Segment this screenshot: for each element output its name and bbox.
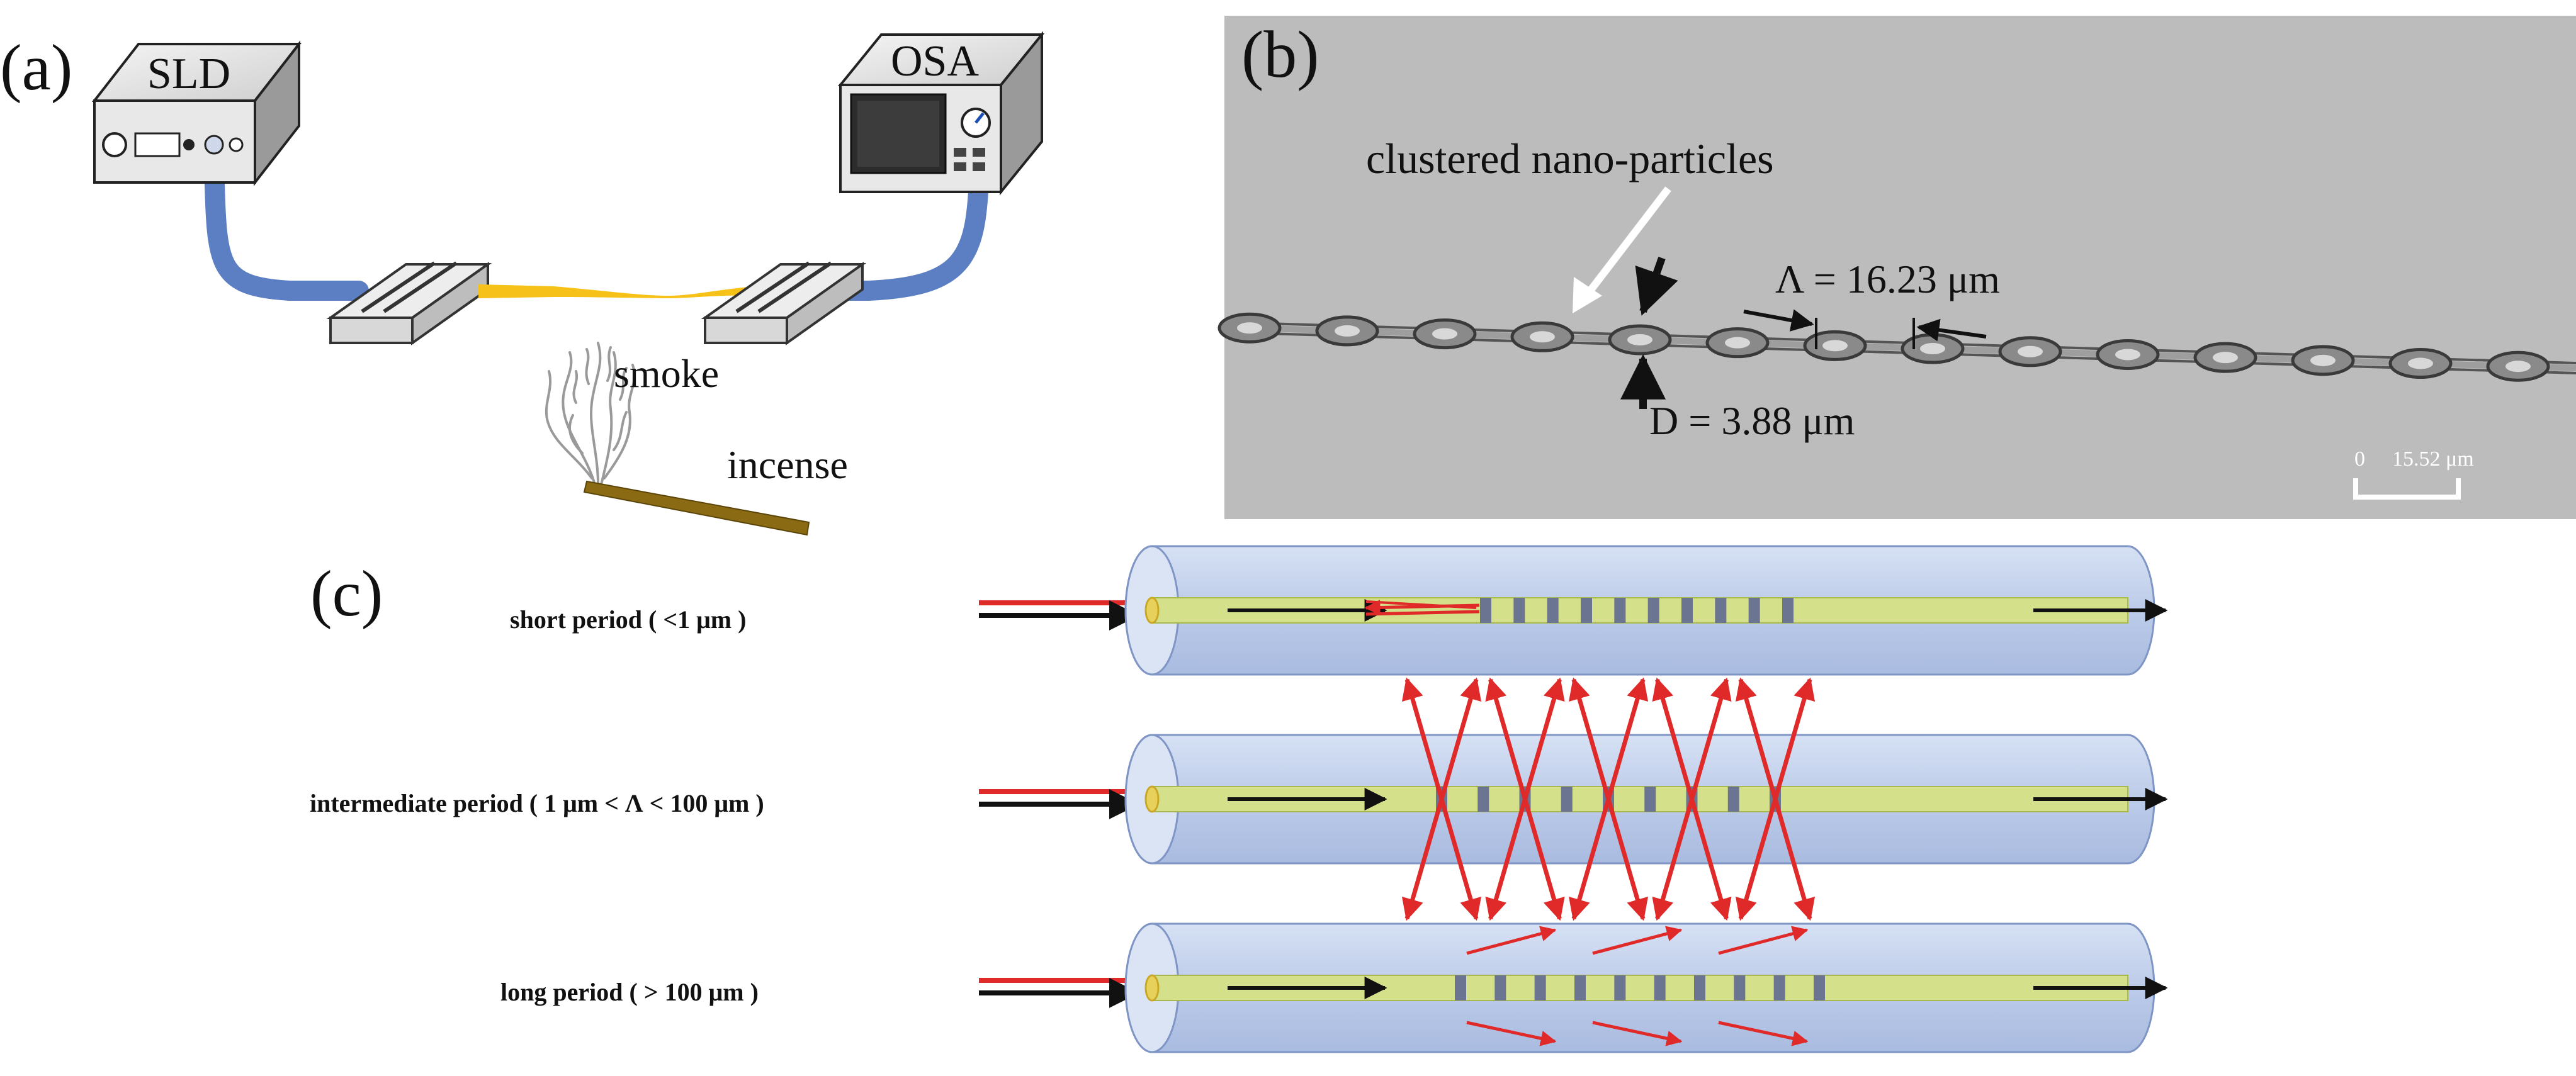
- period-label: Λ = 16.23 μm: [1775, 257, 2000, 301]
- radiated-light-arrow: [1773, 677, 1816, 800]
- sld-source-box: SLD: [91, 40, 302, 186]
- radiated-light-arrow: [1690, 677, 1732, 800]
- cladding-mode-arrow: [1592, 1021, 1683, 1046]
- panel-c-label: (c): [310, 558, 383, 630]
- grating-element: [1773, 975, 1785, 1000]
- smoke-label: smoke: [614, 351, 719, 396]
- panel-b-label: (b): [1241, 18, 1319, 91]
- grating-element: [1455, 975, 1466, 1000]
- cladding-mode-arrow: [1718, 926, 1809, 955]
- radiated-light-arrow: [1606, 677, 1649, 800]
- fiber-row-long: [979, 922, 2168, 1053]
- grating-element: [1534, 975, 1546, 1000]
- grating-element: [1574, 975, 1586, 1000]
- fiber-clamp-right: [701, 261, 867, 345]
- grating-element: [1782, 598, 1794, 623]
- scale-bar: [2353, 478, 2461, 500]
- panel-a-label: (a): [0, 31, 72, 104]
- grating-element: [1681, 598, 1693, 623]
- radiated-light-arrow: [1485, 677, 1527, 800]
- row-label-intermediate: intermediate period ( 1 μm < Λ < 100 μm …: [310, 789, 764, 817]
- display-icon: [134, 132, 181, 157]
- scale-zero: 0: [2354, 447, 2365, 471]
- grating-element: [1547, 598, 1559, 623]
- radiated-light-arrow: [1690, 799, 1732, 921]
- cladding-mode-arrow: [1718, 1021, 1809, 1046]
- fiber-grating-rows: [979, 545, 2168, 1053]
- radiated-light-arrow: [1568, 677, 1611, 800]
- fiber-cable-right: [764, 169, 989, 301]
- radiated-light-arrow: [1735, 677, 1778, 800]
- grating-element: [1727, 787, 1739, 812]
- fiber-cable-left: [204, 154, 369, 301]
- fiber-row-intermediate: [979, 677, 2168, 921]
- radiated-light-arrow: [1652, 677, 1694, 800]
- osa-label: OSA: [891, 37, 979, 86]
- radiated-light-arrow: [1439, 677, 1482, 800]
- fiber-row-short: [979, 545, 2168, 676]
- radiated-light-arrow: [1773, 799, 1816, 921]
- radiated-light-arrow: [1568, 799, 1611, 921]
- sld-label: SLD: [147, 50, 230, 98]
- white-pointer-arrow: [1583, 186, 1671, 298]
- osa-analyzer-box: OSA: [837, 31, 1045, 196]
- grating-element: [1561, 787, 1573, 812]
- period-arrow-right: [1916, 318, 1987, 342]
- period-arrow-left: [1743, 309, 1814, 332]
- grating-element: [1715, 598, 1727, 623]
- fiber-clamp-left: [326, 261, 492, 345]
- diameter-label: D = 3.88 μm: [1649, 398, 1855, 443]
- scale-value: 15.52 μm: [2392, 447, 2474, 471]
- grating-element: [1734, 975, 1746, 1000]
- radiated-light-arrow: [1401, 799, 1444, 921]
- grating-element: [1694, 975, 1705, 1000]
- radiated-light-arrow: [1523, 677, 1565, 800]
- panel-a: (a): [0, 31, 1045, 536]
- panel-c: (c) short period ( <1 μm ) intermediate …: [310, 545, 2168, 1053]
- grating-element: [1480, 598, 1491, 623]
- grating-element: [1494, 975, 1506, 1000]
- radiated-light-arrow: [1735, 799, 1778, 921]
- radiated-light-arrow: [1401, 677, 1444, 800]
- radiated-light-arrow: [1652, 799, 1694, 921]
- beaded-nanofiber: [1217, 312, 2576, 382]
- grating-element: [1644, 787, 1656, 812]
- radiated-light-arrow: [1606, 799, 1649, 921]
- incense-label: incense: [727, 442, 848, 487]
- grating-element: [1614, 598, 1626, 623]
- diameter-arrow-top: [1635, 257, 1678, 316]
- radiated-light-arrow: [1439, 799, 1482, 921]
- radiated-light-arrow: [1523, 799, 1565, 921]
- particles-label: clustered nano-particles: [1366, 135, 1774, 182]
- grating-element: [1513, 598, 1525, 623]
- sem-image: [1224, 16, 2576, 519]
- grating-element: [1581, 598, 1592, 623]
- cladding-mode-arrow: [1592, 926, 1683, 955]
- row-label-short: short period ( <1 μm ): [510, 605, 746, 634]
- grating-element: [1614, 975, 1626, 1000]
- cladding-mode-arrow: [1466, 926, 1557, 955]
- knob-icon: [102, 132, 127, 157]
- radiated-light-arrow: [1485, 799, 1527, 921]
- grating-element: [1748, 598, 1760, 623]
- grating-element: [1477, 787, 1489, 812]
- panel-b: (b) clustered nano-particles D = 3.88 μm…: [1217, 16, 2576, 519]
- cladding-mode-arrow: [1466, 1021, 1557, 1046]
- grating-element: [1647, 598, 1659, 623]
- grating-element: [1654, 975, 1666, 1000]
- row-label-long: long period ( > 100 μm ): [500, 978, 759, 1006]
- taper-fiber: [478, 284, 774, 298]
- incense-stick: [583, 480, 810, 536]
- smoke-plume-icon: [545, 342, 636, 486]
- grating-element: [1814, 975, 1825, 1000]
